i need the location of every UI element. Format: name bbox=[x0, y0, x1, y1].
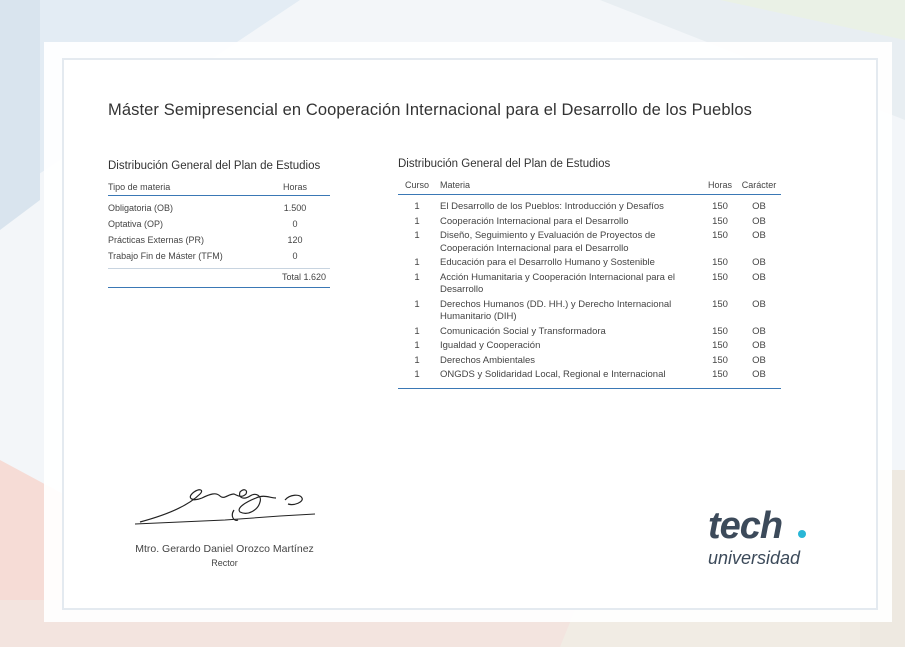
table-row: Obligatoria (OB) 1.500 bbox=[108, 200, 330, 216]
logo-sub: universidad bbox=[708, 548, 801, 568]
signatory-name: Mtro. Gerardo Daniel Orozco Martínez bbox=[135, 543, 314, 555]
table-row: 1 El Desarrollo de los Pueblos: Introduc… bbox=[398, 201, 781, 216]
row-materia: Derechos Ambientales bbox=[440, 354, 536, 366]
row-horas: 150 bbox=[712, 340, 728, 351]
detail-header-caracter: Carácter bbox=[741, 180, 777, 190]
certificate-title: Máster Semipresencial en Cooperación Int… bbox=[108, 101, 752, 119]
summary-hours: 0 bbox=[292, 219, 298, 229]
signatory-role: Rector bbox=[211, 558, 238, 568]
row-horas: 150 bbox=[712, 215, 728, 227]
certificate-inner-frame bbox=[62, 58, 878, 610]
summary-hours: 120 bbox=[287, 235, 303, 245]
summary-total: Total 1.620 bbox=[108, 268, 330, 288]
table-row: 1 Igualdad y Cooperación 150 OB bbox=[398, 340, 781, 355]
summary-header-row: Tipo de materia Horas bbox=[108, 182, 330, 196]
row-caracter: OB bbox=[752, 369, 766, 380]
row-materia: Diseño, Seguimiento y Evaluación de Proy… bbox=[440, 230, 656, 254]
tech-universidad-logo: tech universidad bbox=[708, 502, 818, 572]
summary-hours: 1.500 bbox=[283, 203, 307, 213]
summary-table: Distribución General del Plan de Estudio… bbox=[108, 160, 330, 288]
row-caracter: OB bbox=[752, 257, 766, 268]
row-materia: Educación para el Desarrollo Humano y So… bbox=[440, 257, 655, 268]
row-horas: 150 bbox=[712, 230, 728, 241]
row-caracter: OB bbox=[752, 340, 766, 351]
row-caracter: OB bbox=[752, 201, 766, 212]
table-row: Optativa (OP) 0 bbox=[108, 216, 330, 232]
row-caracter: OB bbox=[752, 298, 766, 310]
row-caracter: OB bbox=[752, 325, 766, 337]
row-horas: 150 bbox=[712, 201, 728, 212]
row-horas: 150 bbox=[712, 354, 728, 366]
row-horas: 150 bbox=[712, 271, 728, 283]
row-horas: 150 bbox=[712, 369, 728, 380]
row-caracter: OB bbox=[752, 215, 766, 227]
detail-header-horas: Horas bbox=[707, 180, 732, 190]
detail-header-materia: Materia bbox=[440, 180, 471, 190]
table-row: 1 Educación para el Desarrollo Humano y … bbox=[398, 257, 781, 272]
logo-word: tech bbox=[708, 505, 782, 547]
summary-header-hours: Horas bbox=[282, 182, 307, 192]
summary-hours: 0 bbox=[292, 251, 298, 261]
table-row: 1 Diseño, Seguimiento y Evaluación de Pr… bbox=[398, 230, 781, 257]
row-materia: Cooperación Internacional para el Desarr… bbox=[440, 215, 629, 227]
table-row: 1 Acción Humanitaria y Cooperación Inter… bbox=[398, 272, 781, 299]
row-curso: 1 bbox=[414, 271, 420, 283]
table-row: Prácticas Externas (PR) 120 bbox=[108, 232, 330, 248]
row-materia: El Desarrollo de los Pueblos: Introducci… bbox=[440, 201, 664, 212]
row-curso: 1 bbox=[414, 215, 420, 227]
row-materia: Igualdad y Cooperación bbox=[440, 340, 541, 351]
row-horas: 150 bbox=[712, 298, 728, 310]
table-row: 1 Derechos Ambientales 150 OB bbox=[398, 355, 781, 370]
summary-type: Obligatoria (OB) bbox=[108, 203, 174, 213]
detail-table: Distribución General del Plan de Estudio… bbox=[398, 158, 781, 389]
row-horas: 150 bbox=[712, 257, 728, 268]
row-curso: 1 bbox=[414, 340, 420, 351]
row-curso: 1 bbox=[414, 230, 420, 241]
table-row: 1 Comunicación Social y Transformadora 1… bbox=[398, 326, 781, 341]
row-materia: ONGDS y Solidaridad Local, Regional e In… bbox=[440, 369, 666, 380]
summary-total-value: Total 1.620 bbox=[281, 272, 326, 282]
row-curso: 1 bbox=[414, 354, 420, 366]
row-materia: Acción Humanitaria y Cooperación Interna… bbox=[440, 271, 675, 296]
table-row: 1 Cooperación Internacional para el Desa… bbox=[398, 216, 781, 231]
detail-header-curso: Curso bbox=[404, 180, 429, 190]
signature-image bbox=[130, 476, 320, 531]
summary-header-type: Tipo de materia bbox=[108, 182, 171, 192]
row-caracter: OB bbox=[752, 271, 766, 283]
row-materia: Comunicación Social y Transformadora bbox=[440, 325, 606, 337]
row-curso: 1 bbox=[414, 369, 420, 380]
row-caracter: OB bbox=[752, 354, 766, 366]
detail-heading: Distribución General del Plan de Estudio… bbox=[398, 158, 611, 170]
table-row: 1 ONGDS y Solidaridad Local, Regional e … bbox=[398, 369, 781, 384]
detail-header-row: Curso Materia Horas Carácter bbox=[398, 180, 781, 195]
row-curso: 1 bbox=[414, 257, 420, 268]
table-row: 1 Derechos Humanos (DD. HH.) y Derecho I… bbox=[398, 299, 781, 326]
summary-type: Trabajo Fin de Máster (TFM) bbox=[108, 251, 223, 261]
row-curso: 1 bbox=[414, 325, 420, 337]
row-caracter: OB bbox=[752, 230, 766, 241]
row-horas: 150 bbox=[712, 325, 728, 337]
row-curso: 1 bbox=[414, 201, 420, 212]
row-curso: 1 bbox=[414, 298, 420, 310]
table-row: Trabajo Fin de Máster (TFM) 0 bbox=[108, 248, 330, 264]
summary-heading: Distribución General del Plan de Estudio… bbox=[108, 160, 321, 172]
row-materia: Derechos Humanos (DD. HH.) y Derecho Int… bbox=[440, 298, 672, 323]
summary-type: Optativa (OP) bbox=[108, 219, 164, 229]
summary-type: Prácticas Externas (PR) bbox=[108, 235, 205, 245]
